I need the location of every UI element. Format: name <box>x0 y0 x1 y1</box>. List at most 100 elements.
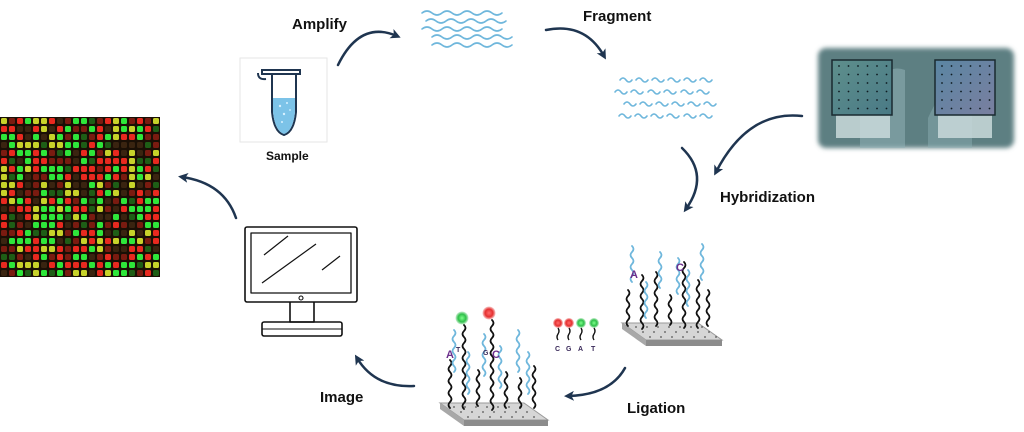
microarray-spot <box>9 246 15 252</box>
microarray-spot <box>9 118 15 124</box>
chip-left-base <box>836 112 890 138</box>
microarray-spot <box>121 206 127 212</box>
target-strand <box>667 294 673 326</box>
microarray-spot <box>17 222 23 228</box>
microarray-spot <box>153 214 159 220</box>
microarray-spot <box>9 238 15 244</box>
microarray-spot <box>81 190 87 196</box>
slide-dot <box>526 411 528 413</box>
microarray-spot <box>33 238 39 244</box>
microarray-spot <box>17 270 23 276</box>
chip-dot <box>857 107 859 110</box>
microarray-spot <box>25 126 31 132</box>
microarray-spot <box>1 262 7 268</box>
chip-dot <box>885 73 888 76</box>
microarray-spot <box>73 222 79 228</box>
microarray-spot <box>1 206 7 212</box>
microarray-spot <box>137 190 143 196</box>
chip-dot <box>847 73 850 76</box>
microarray-spot <box>1 238 7 244</box>
microarray-spot <box>137 158 143 164</box>
microarray-spot <box>49 214 55 220</box>
microarray-spot <box>121 222 127 228</box>
microarray-spot <box>33 254 39 260</box>
probe-a-label: A <box>578 346 583 353</box>
microarray-spot <box>41 262 47 268</box>
microarray-spot <box>9 126 15 132</box>
microarray-spot <box>113 126 119 132</box>
microarray-spot <box>129 142 135 148</box>
chip-dot <box>885 107 888 110</box>
microarray-spot <box>105 182 111 188</box>
microarray-spot <box>129 166 135 172</box>
microarray-spot <box>89 126 95 132</box>
microarray-spot <box>9 174 15 180</box>
dna-fragment <box>618 113 632 119</box>
chip-dot <box>979 65 981 67</box>
microarray-spot <box>17 230 23 236</box>
microarray-spot <box>41 238 47 244</box>
microarray-spot <box>81 198 87 204</box>
chip-dot <box>969 65 972 67</box>
target-strand <box>503 371 509 409</box>
chip-dot <box>857 90 859 93</box>
microarray-spot <box>9 158 15 164</box>
slide-dot <box>653 331 655 333</box>
microarray-spot <box>33 118 39 124</box>
chip-dot <box>960 65 962 67</box>
slide-dot <box>482 411 484 413</box>
microarray-spot <box>137 246 143 252</box>
microarray-spot <box>153 190 159 196</box>
microarray-spot <box>129 190 135 196</box>
target-strand <box>653 271 659 327</box>
chip-dot <box>838 65 840 67</box>
ligation-strands <box>447 319 537 411</box>
microarray-spot <box>121 142 127 148</box>
dna-fragment <box>635 77 649 83</box>
microarray-spot <box>121 166 127 172</box>
microarray-spot <box>153 166 159 172</box>
microarray-spot <box>81 174 87 180</box>
microarray-spot <box>89 222 95 228</box>
microarray-spot <box>65 166 71 172</box>
microarray-spot <box>41 254 47 260</box>
chip-dot <box>838 90 840 93</box>
microarray-spot <box>145 190 151 196</box>
microarray-spot <box>89 166 95 172</box>
hyb-base-a: A <box>630 269 638 281</box>
microarray-spot <box>33 126 39 132</box>
microarray-spot <box>105 174 111 180</box>
microarray-spot <box>41 158 47 164</box>
microarray-spot <box>97 238 103 244</box>
ligated-red-dot <box>482 306 496 320</box>
microarray-spot <box>73 198 79 204</box>
microarray-spot <box>153 230 159 236</box>
microarray-spot <box>1 214 7 220</box>
microarray-spot <box>57 166 63 172</box>
microarray-spot <box>17 190 23 196</box>
microarray-spot <box>145 214 151 220</box>
microarray-spot <box>145 198 151 204</box>
workflow-arrows <box>178 27 804 401</box>
microarray-spot <box>89 190 95 196</box>
microarray-spot <box>153 270 159 276</box>
slide-dot <box>522 416 524 418</box>
microarray-spot <box>121 230 127 236</box>
microarray-spot <box>73 270 79 276</box>
microarray-spot <box>49 158 55 164</box>
sample-label: Sample <box>266 149 309 163</box>
microarray-spot <box>97 158 103 164</box>
microarray-spot <box>137 150 143 156</box>
microarray-spot <box>153 174 159 180</box>
microarray-spot <box>81 158 87 164</box>
slide-dot <box>664 331 666 333</box>
dna-fragment <box>699 113 713 119</box>
microarray-spot <box>49 134 55 140</box>
chip-dot <box>876 107 878 110</box>
microarray-spot <box>81 262 87 268</box>
microarray-spot <box>81 182 87 188</box>
microarray-spot <box>97 134 103 140</box>
microarray-spot <box>49 126 55 132</box>
slide-dot <box>464 406 466 408</box>
probe-strand <box>685 269 691 307</box>
